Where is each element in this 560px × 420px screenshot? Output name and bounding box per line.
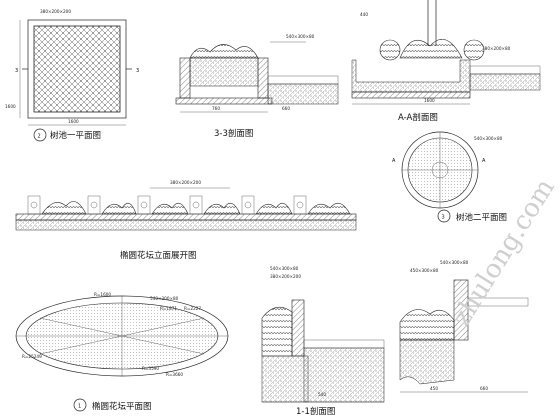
section-mark-left: 3 [15,68,18,74]
detail-section: 450×300×80 540×300×80 450 660 [399,260,529,393]
drawing-number-tree-pool-2: 3 [442,215,445,221]
title-tree-pool-1-plan: 树池一平面图 [50,130,101,141]
tree-pool-2-plan: A A 540×300×80 3 树池二平面图 [392,131,507,223]
note-detail-b: 540×300×80 [440,260,469,265]
dim-section-3-3-a: 760 [212,106,220,111]
note-elevation: 380×200×200 [170,180,201,185]
dim-section-a-a-base: 1600 [424,98,435,103]
section-1-1: 540×300×80 380×200×200 540 1-1剖面图 [261,266,385,417]
oval-radius-1: R=1871 [160,306,177,311]
section-mark-a-right: A [482,158,486,164]
tree-pool-1-plan: 3 3 1600 1600 380×200×200 2 树池一平面图 [5,9,139,142]
title-section-1-1: 1-1剖面图 [296,406,335,417]
dim-detail-a: 450 [430,386,438,391]
oval-bed-elevation: 380×200×200 椭圆花坛立面展开图 [15,180,357,261]
title-tree-pool-2-plan: 树池二平面图 [456,212,507,223]
drawing-number-tree-pool-1: 2 [38,134,41,140]
oval-bed-plan: 540×300×80 R=1871 R=2227 R=3590 R=3660 R… [15,292,229,412]
title-oval-bed-plan: 椭圆花坛平面图 [92,401,152,412]
dim-tree-pool-1-width: 1600 [68,119,79,124]
oval-radius-2: R=2227 [184,306,201,311]
oval-radius-5: R=25249 [22,354,42,359]
dim-section-1-1: 540 [318,392,326,397]
note-section-1-1-a: 540×300×80 [270,266,299,271]
dim-tree-pool-1-height: 1600 [5,104,16,109]
title-section-3-3: 3-3剖面图 [214,128,253,139]
section-mark-right: 3 [136,68,139,74]
note-section-a-a: 380×200×80 [482,46,511,51]
oval-radius-6: R=1600 [94,292,111,297]
note-tree-pool-2: 540×300×80 [474,136,503,141]
dim-section-3-3-b: 660 [282,106,290,111]
dim-section-a-a-top: 440 [360,12,368,17]
dim-detail-b: 660 [480,386,488,391]
title-section-a-a: A-A剖面图 [398,112,438,123]
drawing-number-circle [33,128,47,142]
note-oval-plan: 540×300×80 [150,296,179,301]
note-section-1-1-b: 380×200×200 [270,274,301,279]
section-a-a: 440 1600 380×200×80 A-A剖面图 [351,0,541,123]
elevation-pillars [27,195,307,215]
section-3-3: 760 660 540×300×80 3-3剖面图 [175,34,339,139]
title-oval-bed-elevation: 椭圆花坛立面展开图 [120,250,197,261]
note-tree-pool-1: 380×200×200 [40,9,71,14]
oval-radius-4: R=3660 [166,372,183,377]
note-section-3-3: 540×300×80 [286,34,315,39]
drawing-number-oval-bed: 1 [78,404,81,410]
watermark-text: zhulong.com [446,174,560,332]
section-mark-a-left: A [392,158,396,164]
oval-radius-3: R=3590 [142,366,159,371]
note-detail-a: 450×300×80 [410,268,439,273]
